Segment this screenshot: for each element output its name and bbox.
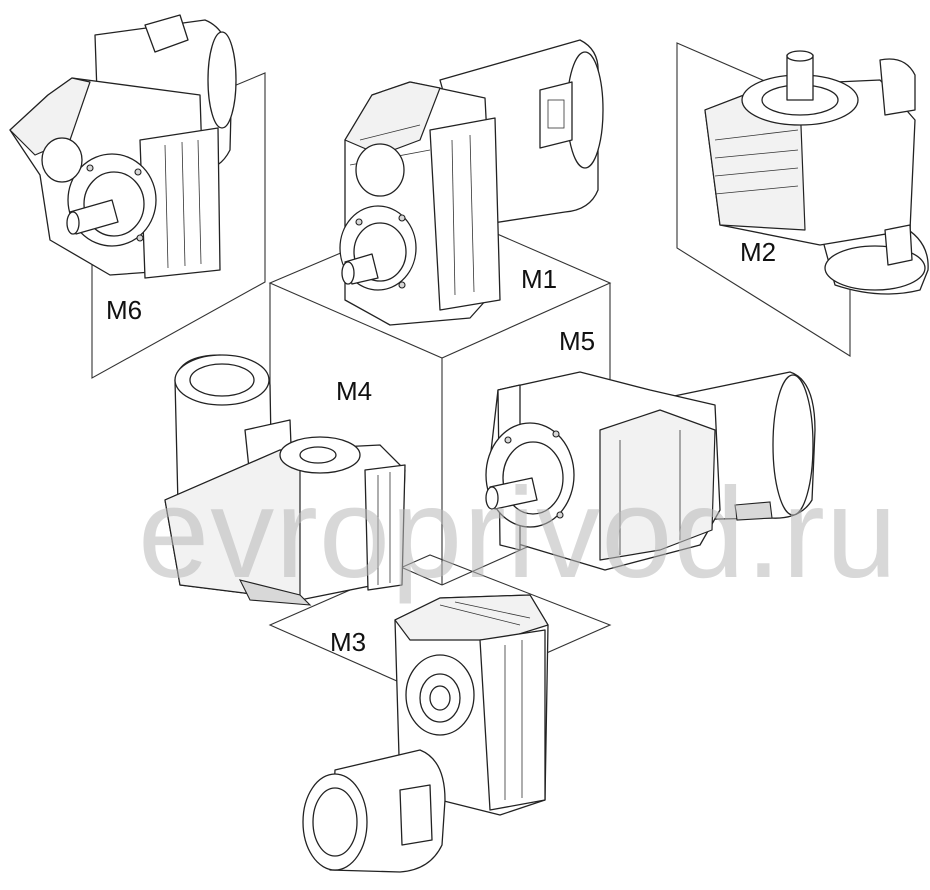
gearmotor-m6: [9, 14, 237, 279]
label-m5: M5: [559, 326, 596, 356]
label-m1: M1: [521, 264, 558, 294]
gearmotor-m1: [339, 39, 604, 326]
watermark: evroprivod.ru: [138, 462, 898, 605]
gearmotor-m5: [485, 371, 816, 571]
gearmotor-m3: [302, 594, 549, 873]
label-m6: M6: [106, 295, 143, 325]
label-m2: M2: [740, 237, 777, 267]
label-m3: M3: [330, 627, 367, 657]
gearmotor-m4: [164, 354, 406, 606]
gearmotor-m2: [704, 50, 929, 295]
label-m4: M4: [336, 376, 373, 406]
